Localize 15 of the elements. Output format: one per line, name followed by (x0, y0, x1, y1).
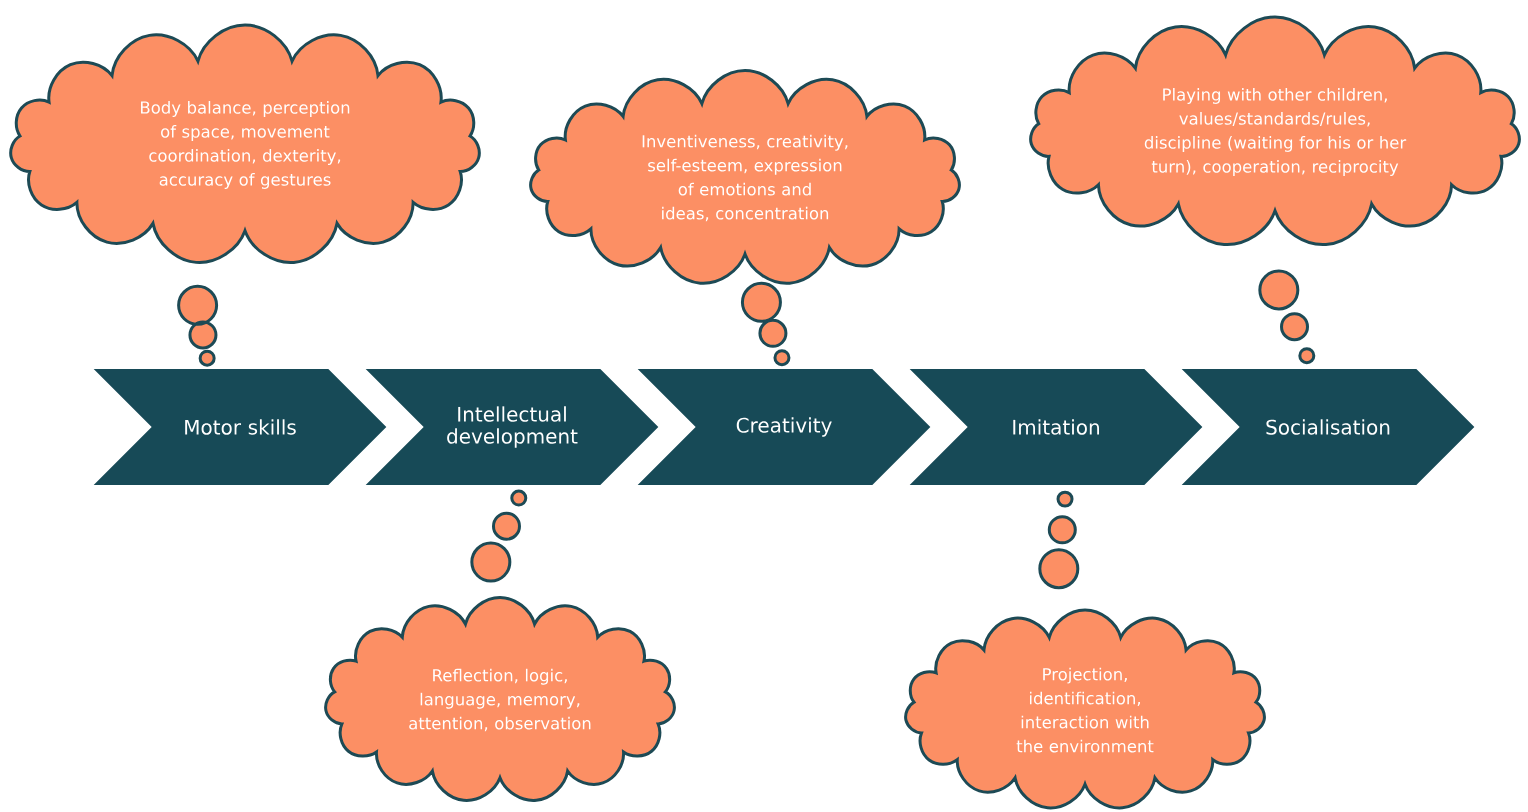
thought-cloud: Playing with other children, values/standards/rules, discipline (waiting for his or her turn), cooperation, reciprocity (1029, 15, 1521, 247)
thought-bubbles (740, 281, 791, 367)
step-banner: Imitation (909, 369, 1203, 485)
thought-cloud: Projection, identification, interaction with the environment (904, 608, 1266, 810)
step-banner: Socialisation (1181, 369, 1475, 485)
thought-cloud: Reflection, logic, language, memory, attention, observation (324, 596, 676, 802)
step-banner: Creativity (637, 369, 931, 485)
thought-cloud: Body balance, perception of space, movement coordination, dexterity, accuracy of gestures (9, 23, 481, 264)
thought-bubbles (1258, 269, 1316, 365)
step-banner: Motor skills (93, 369, 387, 485)
thought-bubbles (177, 284, 219, 367)
thought-bubbles (470, 489, 528, 583)
thought-bubbles (1038, 490, 1080, 590)
thought-cloud: Inventiveness, creativity, self-esteem, expression of emotions and ideas, concentration (529, 69, 961, 285)
step-banner: Intellectual development (365, 369, 659, 485)
